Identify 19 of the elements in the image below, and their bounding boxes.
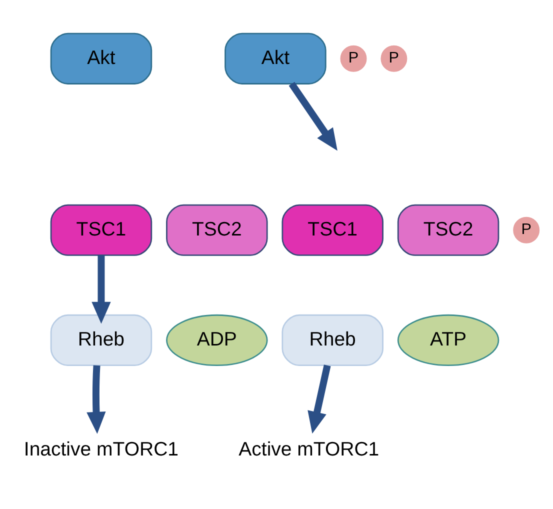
arrow xyxy=(308,364,331,434)
node-box: Akt xyxy=(224,32,326,84)
node-box: TSC1 xyxy=(50,204,152,256)
node-box: TSC2 xyxy=(166,204,268,256)
node-text: Inactive mTORC1 xyxy=(24,438,179,460)
node-circle: P xyxy=(340,45,367,72)
node-box: Rheb xyxy=(282,314,384,366)
node-box: TSC2 xyxy=(397,204,500,256)
arrow xyxy=(92,255,111,324)
node-box: TSC1 xyxy=(282,204,384,256)
node-box: Akt xyxy=(50,32,152,84)
node-ellipse: ATP xyxy=(397,314,500,366)
node-circle: P xyxy=(380,45,408,72)
node-text: Active mTORC1 xyxy=(238,438,380,460)
node-ellipse: ADP xyxy=(166,314,268,366)
arrow xyxy=(86,365,106,434)
node-circle: P xyxy=(513,216,540,244)
node-box: Rheb xyxy=(50,314,152,366)
arrow xyxy=(288,82,338,151)
